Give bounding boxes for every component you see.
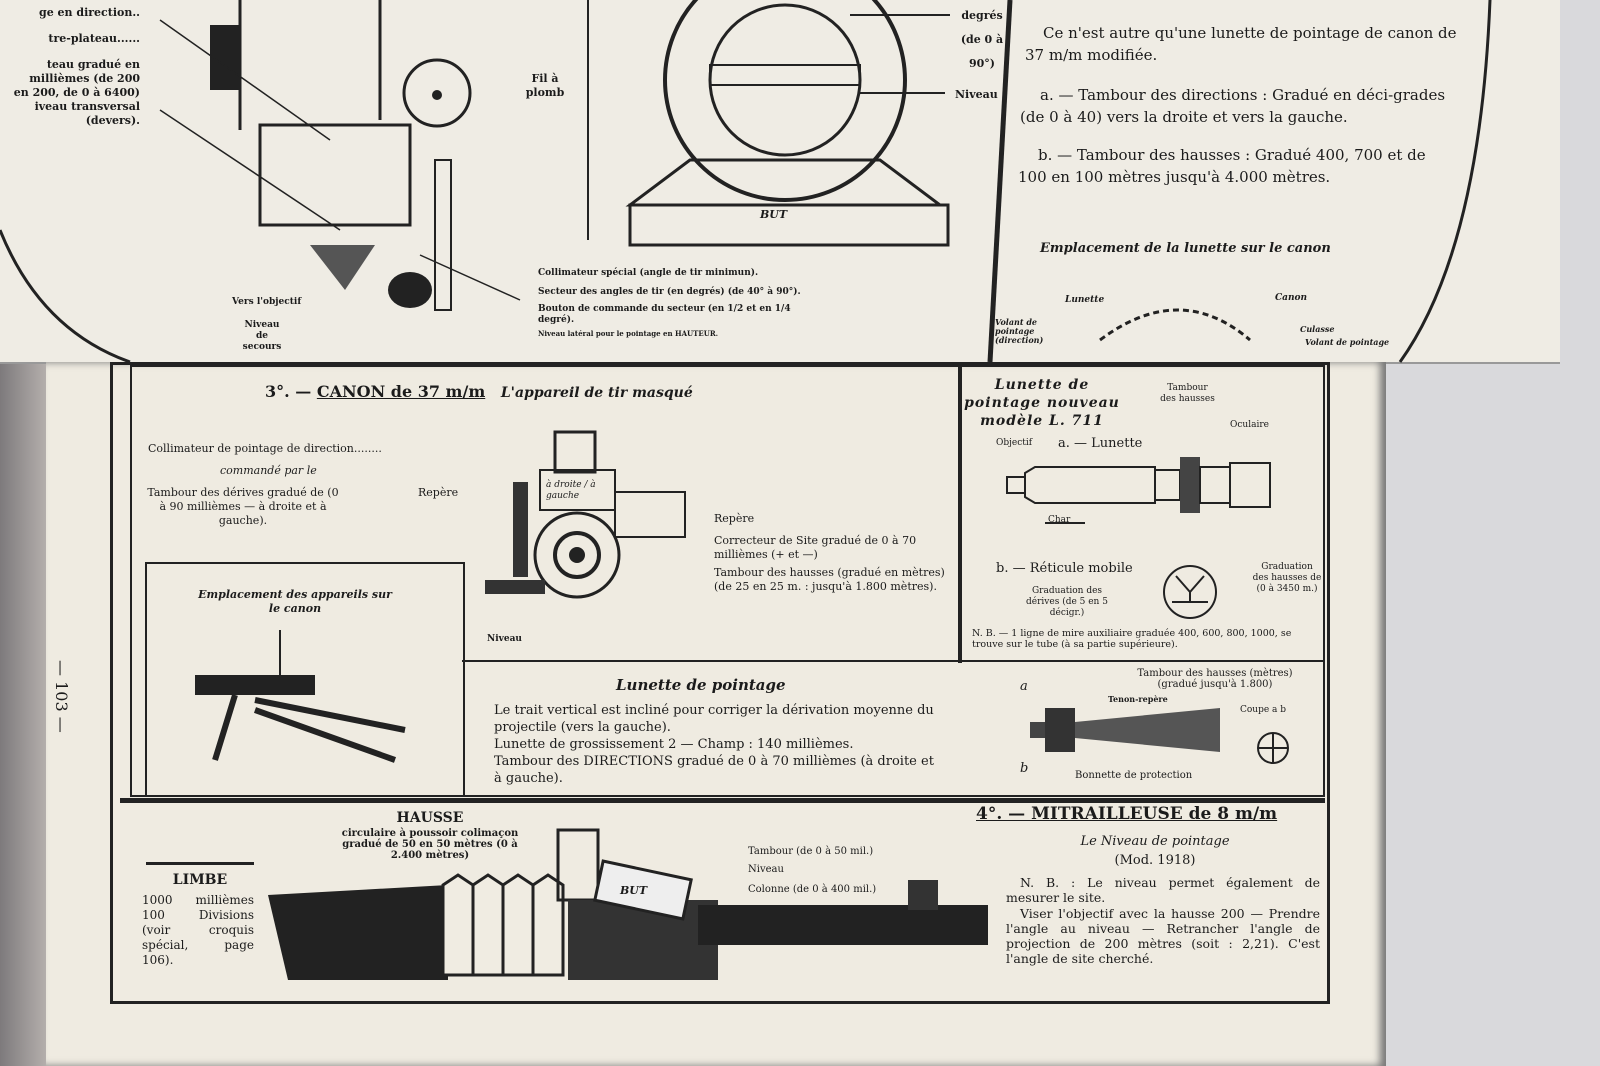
lunette-a-label: a. — Lunette	[1058, 436, 1143, 451]
coupe-ab-icon	[1257, 732, 1289, 764]
hausse-description: circulaire à poussoir colimaçon gradué d…	[341, 828, 519, 861]
model-year: (Mod. 1918)	[1114, 853, 1196, 868]
b-label: b	[1020, 761, 1029, 776]
drum-marking: à droite / à gauche	[546, 480, 596, 501]
char-label: Char	[1048, 515, 1071, 525]
oculaire-label: Oculaire	[1230, 420, 1269, 430]
divider	[958, 365, 962, 663]
limbe-description: 1000 millièmes 100 Divisions (voir croqu…	[142, 893, 254, 967]
emplacement-box	[145, 562, 465, 797]
masked-sight-drawing	[485, 430, 686, 599]
mitrailleuse-note: N. B. : Le niveau permet également de me…	[1006, 875, 1320, 905]
lunette-pointage-text: Le trait vertical est incliné pour corri…	[494, 702, 934, 787]
canon-mount-drawing	[195, 630, 406, 763]
left-label: ge en direction..	[39, 6, 140, 19]
coupe-label: Coupe a b	[1240, 705, 1287, 715]
niveau-label: Niveau	[955, 88, 998, 101]
volant-direction-label: Volant de pointage (direction)	[995, 317, 1044, 345]
degres-label: degrés (de 0 à 90°)	[960, 9, 1004, 70]
lunette-intro-text: Ce n'est autre qu'une lunette de pointag…	[1025, 24, 1457, 64]
tenon-repere-label: Tenon-repère	[1108, 694, 1168, 704]
canon-label: Canon	[1275, 293, 1308, 303]
book-gutter-shadow	[0, 362, 50, 1066]
left-label: (devers).	[85, 114, 140, 127]
repere-label: Repère	[418, 486, 459, 499]
divider	[146, 862, 254, 865]
tambour-hausses-text: b. — Tambour des hausses : Gradué 400, 7…	[1018, 146, 1426, 186]
tambour-hausses-metres-label: Tambour des hausses (mètres) (gradué jus…	[1137, 668, 1293, 690]
divider	[462, 660, 1325, 662]
top-page: ge en direction.. tre-plateau...... teau…	[0, 0, 1560, 364]
lunette-pointage-title: Lunette de pointage	[616, 676, 786, 694]
emplacement-appareils-title: Emplacement des appareils sur le canon	[198, 588, 392, 615]
mitrailleuse-title: 4°. — MITRAILLEUSE de 8 m/m	[976, 804, 1278, 824]
left-label: teau gradué en	[46, 58, 140, 71]
collimateur-label: Collimateur de pointage de direction....…	[148, 442, 382, 455]
bonnette-label: Bonnette de protection	[1075, 770, 1193, 781]
left-label: en 200, de 0 à 6400)	[13, 86, 140, 99]
tambour-derives-label: Tambour des dérives gradué de (0 à 90 mi…	[147, 486, 339, 527]
lunette-l711-title: Lunette de pointage nouveau modèle L. 71…	[964, 377, 1120, 429]
correcteur-site-label: Correcteur de Site gradué de 0 à 70 mill…	[714, 534, 917, 561]
sight-mechanism-drawing	[0, 0, 1492, 364]
machine-gun-drawing	[268, 828, 988, 980]
left-label-list: ge en direction.. tre-plateau...... teau…	[0, 6, 140, 128]
callout: Bouton de commande du secteur (en 1/2 et…	[538, 304, 791, 325]
volant-pointage-label: Volant de pointage	[1305, 337, 1390, 347]
vers-objectif-label: Vers l'objectif	[232, 297, 302, 307]
niveau-label: Niveau	[487, 634, 522, 644]
l711-scope-drawing	[1006, 457, 1271, 524]
canon-section	[130, 365, 1325, 797]
culasse-label: Culasse	[1300, 324, 1335, 334]
but-label: BUT	[760, 208, 788, 221]
tambour-hausses-label: Tambour des hausses (gradué en mètres) (…	[714, 566, 945, 593]
divider	[120, 798, 1325, 803]
paragraph: Le trait vertical est incliné pour corri…	[494, 703, 934, 735]
reticle-icon	[1163, 565, 1217, 619]
colonne-label: Colonne (de 0 à 400 mil.)	[748, 884, 877, 895]
mitrailleuse-instructions: Viser l'objectif avec la hausse 200 — Pr…	[1006, 906, 1320, 966]
callout-list: Collimateur spécial (angle de tir minimu…	[538, 268, 818, 339]
left-label: iveau transversal	[34, 100, 140, 113]
main-frame	[110, 362, 1330, 1004]
graduation-hausses-label: Graduation des hausses de (0 à 3450 m.)	[1252, 562, 1322, 594]
left-label: millièmes (de 200	[29, 72, 140, 85]
but-label: BUT	[620, 884, 648, 897]
paragraph: Tambour des DIRECTIONS gradué de 0 à 70 …	[494, 754, 934, 786]
tambour-hausses-label: Tambour des hausses	[1160, 383, 1215, 404]
lunette-label: Lunette	[1065, 295, 1105, 305]
canon-title: 3°. — CANON de 37 m/m L'appareil de tir …	[265, 382, 693, 401]
commande-par-label: commandé par le	[220, 464, 317, 477]
a-label: a	[1020, 679, 1028, 694]
fil-a-plomb-label: Fil à plomb	[525, 72, 565, 99]
repere-label: Repère	[714, 512, 755, 525]
niveau-secours-label: Niveau de secours	[242, 320, 282, 352]
section-number: 3°. —	[265, 382, 312, 401]
emplacement-lunette-title: Emplacement de la lunette sur le canon	[1040, 241, 1331, 256]
pointage-scope-drawing	[1030, 708, 1220, 752]
callout: Niveau latéral pour le pointage en HAUTE…	[538, 329, 719, 338]
niveau-label: Niveau	[748, 864, 784, 875]
graduation-derives-label: Graduation des dérives (de 5 en 5 décigr…	[1026, 586, 1108, 618]
paragraph: Lunette de grossissement 2 — Champ : 140…	[494, 737, 854, 752]
reticule-b-label: b. — Réticule mobile	[996, 561, 1133, 576]
canon-title-text: CANON de 37 m/m	[316, 382, 486, 401]
page-number: — 103 —	[52, 660, 71, 733]
left-label: tre-plateau......	[48, 32, 140, 45]
objectif-label: Objectif	[996, 438, 1033, 448]
niveau-pointage-subtitle: Le Niveau de pointage	[1080, 834, 1230, 849]
tambour-label: Tambour (de 0 à 50 mil.)	[748, 846, 874, 857]
tambour-directions-text: a. — Tambour des directions : Gradué en …	[1020, 86, 1446, 126]
limbe-title: LIMBE	[172, 872, 228, 888]
hausse-title: HAUSSE	[396, 810, 464, 826]
callout: Collimateur spécial (angle de tir minimu…	[538, 268, 759, 278]
canon-subtitle: L'appareil de tir masqué	[500, 385, 693, 401]
callout: Secteur des angles de tir (en degrés) (d…	[538, 287, 801, 297]
l711-note: N. B. — 1 ligne de mire auxiliaire gradu…	[972, 628, 1292, 650]
